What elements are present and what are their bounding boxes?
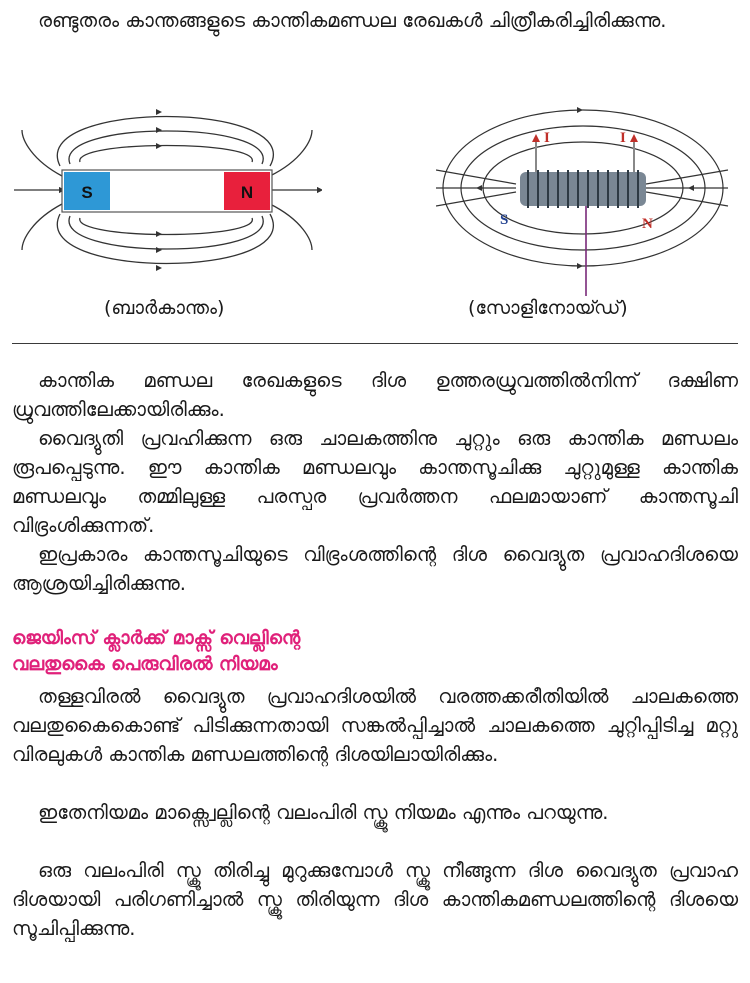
- solenoid-coils: [527, 170, 639, 208]
- pole-s-label: S: [81, 183, 92, 202]
- section-divider: [12, 343, 738, 344]
- solenoid-core: [520, 172, 646, 206]
- solenoid-figure: I I S N: [436, 107, 729, 296]
- solenoid-field-arrows: [476, 107, 694, 269]
- bar-field-arrows: [156, 109, 162, 271]
- solenoid-n-label: N: [642, 216, 653, 232]
- bar-magnet-figure: S N: [14, 109, 322, 271]
- current-label-left: I: [544, 130, 550, 146]
- intro-paragraph: രണ്ടുതരം കാന്തങ്ങളുടെ കാന്തികമണ്ഡല രേഖകൾ…: [38, 9, 667, 32]
- rule-paragraph-1: തള്ളവിരൽ വൈദ്യുത പ്രവാഹദിശയിൽ വരത്തക്കരീ…: [12, 685, 738, 766]
- rule-heading-line-1: ജെയിംസ് ക്ലാർക്ക് മാക്സ് വെല്ലിന്റെ: [12, 628, 301, 649]
- bar-magnet-caption: (ബാർകാന്തം): [104, 297, 225, 319]
- pole-n-label: N: [241, 183, 253, 202]
- solenoid-s-label: S: [500, 212, 508, 228]
- body-paragraph-1: കാന്തിക മണ്ഡല രേഖകളുടെ ദിശ ഉത്തരധ്രുവത്ത…: [12, 369, 738, 421]
- south-pole: [64, 172, 110, 210]
- north-pole: [224, 172, 270, 210]
- current-label-right: I: [620, 130, 626, 146]
- rule-paragraph-2: ഇതേനിയമം മാക്സ്വെല്ലിന്റെ വലംപിരി സ്ക്രൂ…: [38, 801, 609, 824]
- solenoid-caption: (സോളിനോയ്ഡ്): [468, 297, 628, 319]
- rule-heading-line-2: വലതുകൈ പെരുവിരൽ നിയമം: [12, 654, 278, 675]
- body-paragraph-3: ഇപ്രകാരം കാന്തസൂചിയുടെ വിഭ്രംശത്തിന്റെ ദ…: [12, 543, 738, 595]
- rule-paragraph-3: ഒരു വലംപിരി സ്ക്രൂ തിരിച്ചു മുറുക്കുമ്പോ…: [12, 859, 738, 940]
- body-paragraph-2: വൈദ്യുതി പ്രവഹിക്കുന്ന ഒരു ചാലകത്തിനു ചു…: [12, 427, 738, 537]
- bar-field-lines: [14, 115, 322, 265]
